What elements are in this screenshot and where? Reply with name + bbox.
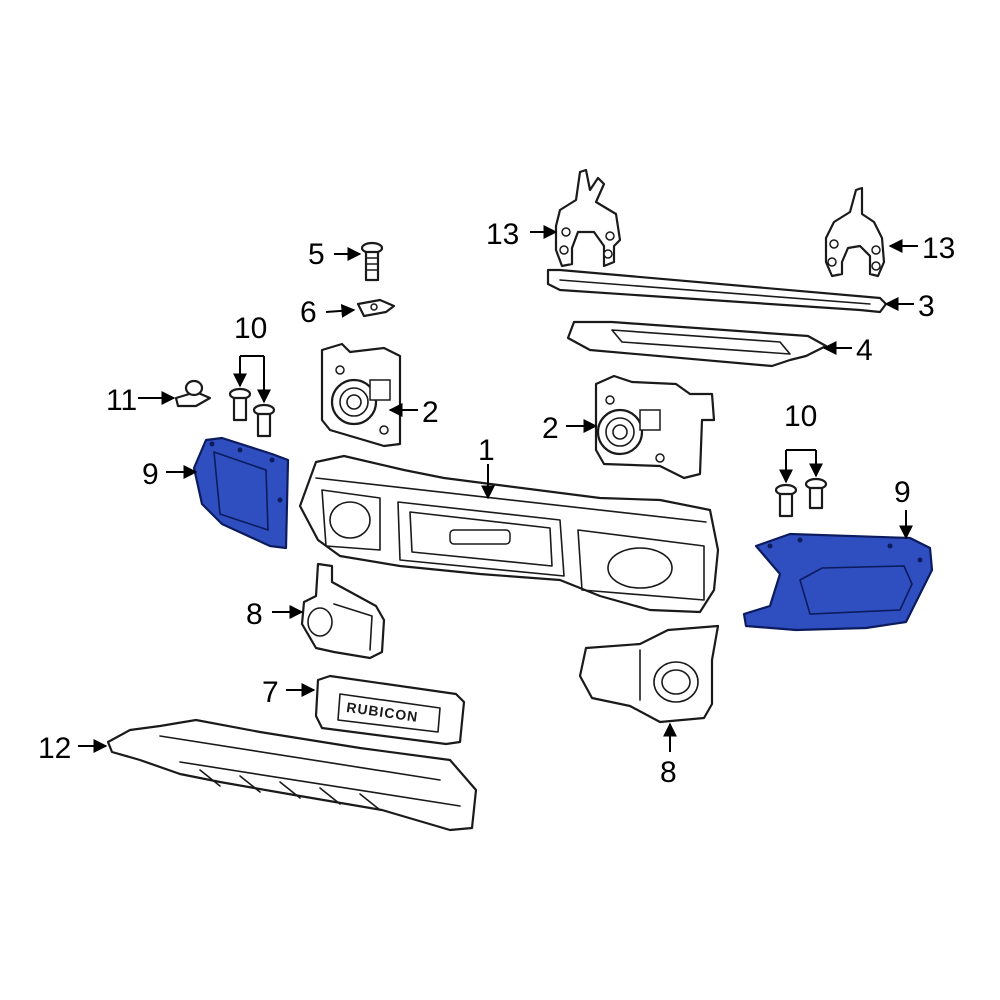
callout-9-left: 9 (142, 458, 159, 491)
callout-5: 5 (308, 238, 325, 271)
callout-3: 3 (918, 290, 935, 323)
callout-13-left: 13 (486, 218, 519, 251)
callout-2-right: 2 (542, 412, 559, 445)
callout-8-left: 8 (246, 598, 263, 631)
part-10-right-bolts[interactable] (774, 477, 828, 518)
part-11-u-nut[interactable] (174, 379, 212, 408)
part-5-bolt[interactable] (360, 241, 384, 282)
leader-arrows (78, 225, 918, 753)
callout-10-right: 10 (784, 400, 817, 433)
callout-13-right: 13 (922, 232, 955, 265)
part-4-upper-panel[interactable] (566, 320, 828, 368)
callout-7: 7 (262, 676, 279, 709)
callout-10-left: 10 (234, 312, 267, 345)
part-7-emblem-plate[interactable]: RUBICON (314, 674, 466, 746)
part-2-left-mount-bracket[interactable] (320, 342, 402, 448)
callout-4: 4 (856, 334, 873, 367)
part-8-right-fog-bezel[interactable] (578, 624, 720, 724)
part-6-clip-nut[interactable] (356, 298, 396, 318)
callout-2-left: 2 (422, 396, 439, 429)
callout-11: 11 (106, 384, 137, 417)
callout-9-right: 9 (894, 476, 911, 509)
part-10-left-bolts[interactable] (228, 387, 276, 438)
callout-6: 6 (300, 296, 317, 329)
part-2-right-mount-bracket[interactable] (594, 374, 716, 480)
part-9-left-end-cap[interactable] (192, 436, 290, 550)
callout-1: 1 (478, 434, 495, 467)
callout-8-right: 8 (660, 756, 677, 789)
part-13-right-bracket[interactable] (824, 186, 886, 278)
part-8-left-fog-bezel[interactable] (300, 562, 386, 660)
part-13-left-bracket[interactable] (554, 168, 622, 268)
callout-12: 12 (38, 732, 71, 765)
part-3-upper-bar[interactable] (546, 268, 888, 314)
part-9-right-end-cap[interactable] (742, 532, 934, 632)
part-12-skid-plate[interactable] (106, 718, 478, 832)
part-1-bumper-bar[interactable] (298, 454, 720, 614)
callout-labels: 1 2 2 3 4 5 6 7 8 8 9 9 10 10 11 12 13 1… (38, 218, 955, 789)
